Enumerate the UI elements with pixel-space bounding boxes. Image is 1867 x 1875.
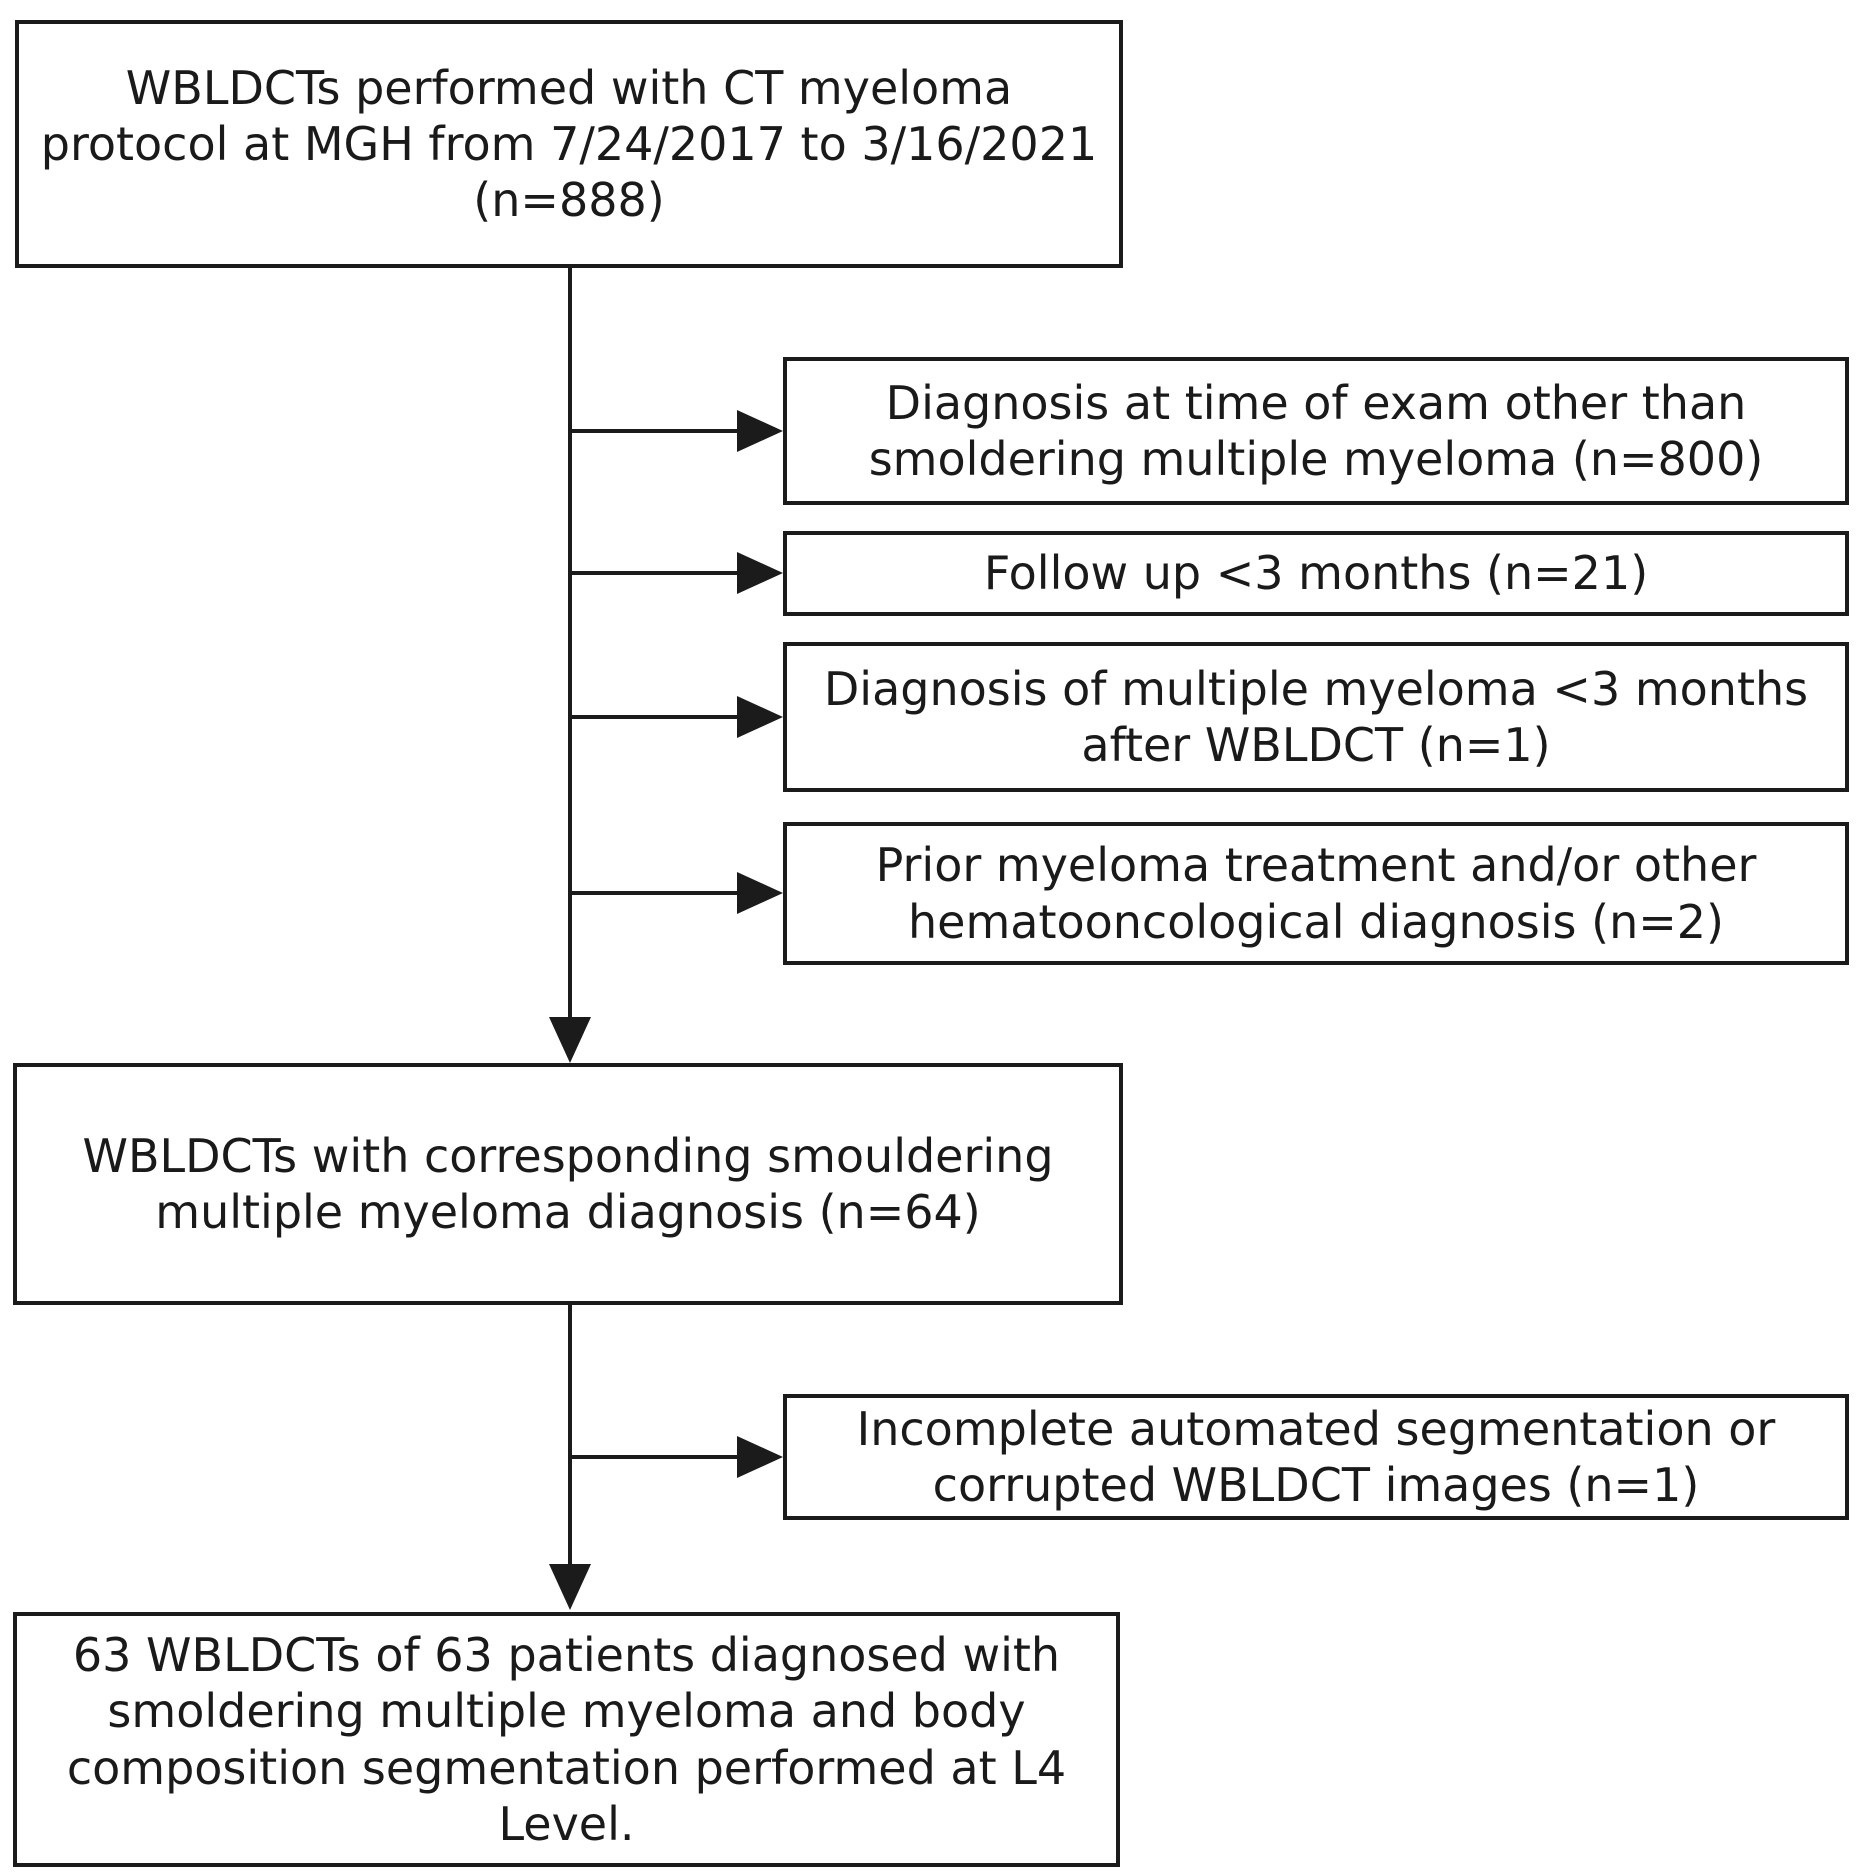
connector-source-to-cohort-line: [568, 267, 572, 1021]
arrow-right-exclusion3-icon: [737, 696, 783, 738]
box-final-cohort: 63 WBLDCTs of 63 patients diagnosed with…: [13, 1612, 1120, 1867]
connector-exclusion2-line: [570, 571, 740, 575]
box-exclusion-segmentation: Incomplete automated segmentation or cor…: [783, 1394, 1849, 1520]
box-source-population-text: WBLDCTs performed with CT myeloma protoc…: [40, 60, 1098, 228]
arrow-down-into-final-icon: [549, 1564, 591, 1610]
box-exclusion-mm-diagnosis: Diagnosis of multiple myeloma <3 months …: [783, 642, 1849, 792]
box-exclusion-prior-treatment-text: Prior myeloma treatment and/or other hem…: [875, 838, 1757, 949]
box-exclusion-prior-treatment: Prior myeloma treatment and/or other hem…: [783, 822, 1849, 965]
connector-exclusion4-line: [570, 891, 740, 895]
connector-exclusion1-line: [570, 429, 740, 433]
arrow-right-exclusion4-icon: [737, 872, 783, 914]
box-exclusion-segmentation-text: Incomplete automated segmentation or cor…: [856, 1401, 1776, 1512]
box-exclusion-other-diagnosis-text: Diagnosis at time of exam other than smo…: [868, 375, 1764, 486]
box-final-cohort-text: 63 WBLDCTs of 63 patients diagnosed with…: [66, 1628, 1067, 1851]
box-exclusion-short-followup-text: Follow up <3 months (n=21): [983, 546, 1649, 601]
arrow-right-exclusion5-icon: [737, 1436, 783, 1478]
box-source-population: WBLDCTs performed with CT myeloma protoc…: [15, 20, 1123, 268]
arrow-right-exclusion1-icon: [737, 410, 783, 452]
box-smm-cohort-text: WBLDCTs with corresponding smouldering m…: [82, 1128, 1054, 1239]
box-exclusion-mm-diagnosis-text: Diagnosis of multiple myeloma <3 months …: [823, 661, 1809, 772]
box-exclusion-short-followup: Follow up <3 months (n=21): [783, 531, 1849, 616]
box-exclusion-other-diagnosis: Diagnosis at time of exam other than smo…: [783, 357, 1849, 505]
connector-exclusion3-line: [570, 715, 740, 719]
arrow-right-exclusion2-icon: [737, 552, 783, 594]
connector-exclusion5-line: [570, 1455, 740, 1459]
connector-cohort-to-final-line: [568, 1303, 572, 1568]
box-smm-cohort: WBLDCTs with corresponding smouldering m…: [13, 1063, 1123, 1305]
arrow-down-into-cohort-icon: [549, 1017, 591, 1063]
